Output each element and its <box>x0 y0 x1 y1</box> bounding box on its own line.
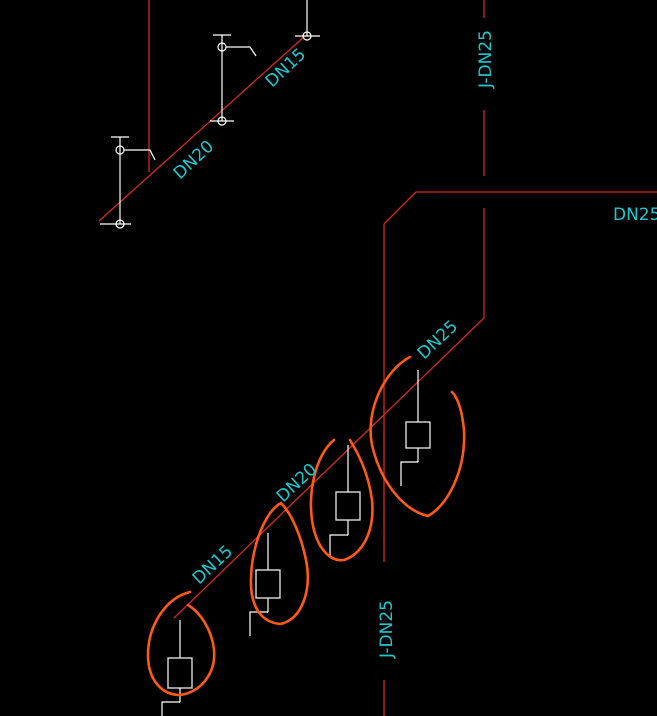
label-dn25-right: DN25 <box>613 205 657 225</box>
fixtures <box>100 0 431 716</box>
lower-fixture-1 <box>161 620 193 716</box>
annotation-circle-3 <box>309 438 374 562</box>
top-fixture-left <box>100 136 156 229</box>
pipe-lines <box>98 0 657 716</box>
pipe-lower-diagonal <box>173 317 485 619</box>
label-dn25-branch: DN25 <box>414 317 462 364</box>
labels: DN15 DN20 J-DN25 DN25 DN25 DN20 DN15 J-D… <box>170 30 657 659</box>
label-dn20-top: DN20 <box>170 137 218 184</box>
top-fixture-right <box>295 0 320 41</box>
pipe-top-diagonal <box>98 35 306 222</box>
annotation-circle-4 <box>369 355 466 518</box>
lower-fixture-3 <box>329 445 361 556</box>
label-dn15-branch: DN15 <box>189 542 237 589</box>
label-riser-top: J-DN25 <box>476 30 496 89</box>
lower-fixture-4 <box>400 370 431 486</box>
annotation-circle-1 <box>146 590 216 697</box>
top-fixture-middle <box>210 34 257 126</box>
annotations <box>146 355 466 697</box>
pipe-corner-diagonal <box>383 191 417 225</box>
annotation-circle-2 <box>249 501 310 626</box>
label-riser-bottom: J-DN25 <box>377 600 397 659</box>
lower-fixture-2 <box>249 533 281 636</box>
